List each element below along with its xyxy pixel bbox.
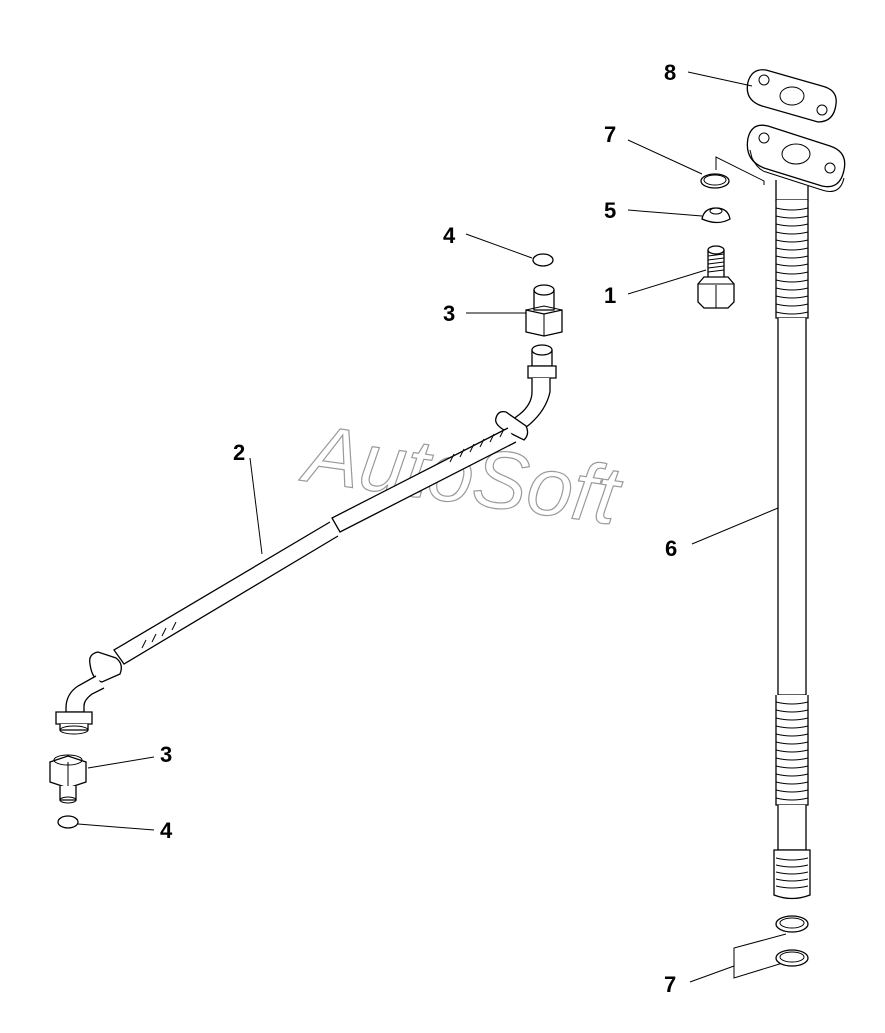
part-2-tube bbox=[55, 344, 557, 735]
callout-3-top: 3 bbox=[443, 301, 455, 326]
leader-lines bbox=[77, 71, 779, 983]
callout-7-bottom: 7 bbox=[664, 972, 676, 997]
callout-8: 8 bbox=[664, 60, 676, 85]
part-3-nut-top bbox=[525, 284, 563, 337]
part-4-seal-top bbox=[532, 253, 554, 267]
callout-1: 1 bbox=[604, 283, 616, 308]
callout-4-top: 4 bbox=[443, 223, 456, 248]
callout-labels: 8 7 5 1 4 3 2 6 3 4 7 bbox=[160, 60, 677, 997]
part-7-orings-bottom bbox=[733, 915, 809, 979]
callout-4-bottom: 4 bbox=[160, 818, 173, 843]
part-7-oring-top bbox=[700, 156, 765, 189]
callout-7-top: 7 bbox=[604, 122, 616, 147]
callout-5: 5 bbox=[604, 198, 616, 223]
callout-3-bottom: 3 bbox=[160, 742, 172, 767]
part-5-washer bbox=[701, 207, 731, 224]
part-4-seal-bottom bbox=[57, 815, 79, 829]
part-6-pipe bbox=[746, 124, 846, 900]
callout-2: 2 bbox=[233, 440, 245, 465]
part-3-nut-bottom bbox=[49, 754, 87, 804]
callout-6: 6 bbox=[665, 536, 677, 561]
part-1-bolt bbox=[697, 245, 735, 309]
part-8-gasket bbox=[746, 69, 837, 123]
